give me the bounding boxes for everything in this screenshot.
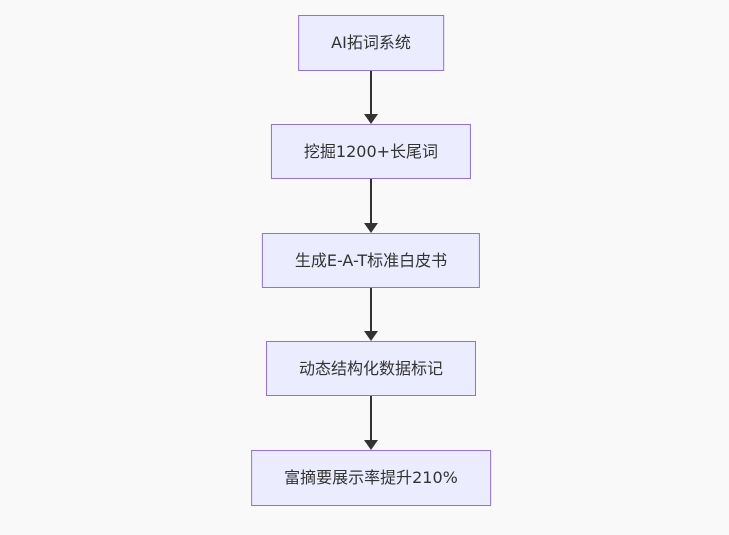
flow-node-label: 生成E-A-T标准白皮书 [294, 250, 448, 270]
flow-edge-b-c [364, 179, 378, 233]
arrow-down-icon [364, 223, 378, 233]
arrow-down-icon [364, 440, 378, 450]
flow-node-label: 挖掘1200+长尾词 [303, 141, 439, 161]
edge-line [370, 71, 372, 117]
edge-line [370, 396, 372, 443]
flow-node-label: 动态结构化数据标记 [298, 358, 444, 378]
flow-edge-a-b [364, 71, 378, 124]
flow-node-label: 富摘要展示率提升210% [284, 468, 458, 487]
flow-node-eat-whitepaper: 生成E-A-T标准白皮书 [261, 233, 481, 288]
edge-line [370, 179, 372, 226]
flow-edge-d-e [364, 396, 378, 450]
flow-node-label: AI拓词系统 [331, 33, 411, 52]
flow-node-rich-snippet-uplift: 富摘要展示率提升210% [251, 450, 491, 506]
flow-edge-c-d [364, 288, 378, 341]
flow-node-longtail-mining: 挖掘1200+长尾词 [270, 124, 472, 179]
flow-node-ai-word-expansion: AI拓词系统 [298, 15, 444, 71]
flow-node-structured-data-markup: 动态结构化数据标记 [265, 341, 477, 396]
arrow-down-icon [364, 331, 378, 341]
arrow-down-icon [364, 114, 378, 124]
edge-line [370, 288, 372, 334]
